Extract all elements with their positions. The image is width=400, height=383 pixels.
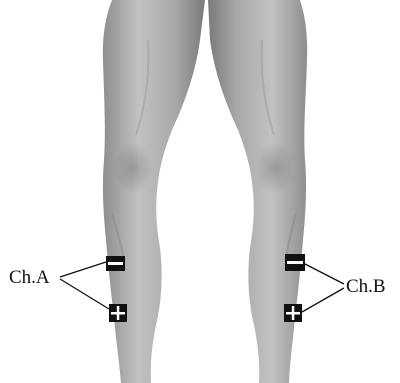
channel-a-leader-upper <box>60 262 106 277</box>
channel-a: Ch.A <box>9 256 127 322</box>
channel-b-plus-electrode <box>284 304 302 322</box>
channel-a-minus-electrode <box>106 256 125 271</box>
channel-a-label: Ch.A <box>9 267 50 288</box>
channel-a-plus-electrode <box>109 304 127 322</box>
channel-b-leader-upper <box>305 264 344 284</box>
channel-b-leader-lower <box>302 288 344 312</box>
channel-b-label: Ch.B <box>346 276 386 297</box>
right-leg <box>208 0 307 383</box>
channel-b-minus-electrode <box>285 254 305 271</box>
left-leg <box>103 0 205 383</box>
channel-b: Ch.B <box>284 254 386 322</box>
channel-a-leader-lower <box>60 279 109 309</box>
